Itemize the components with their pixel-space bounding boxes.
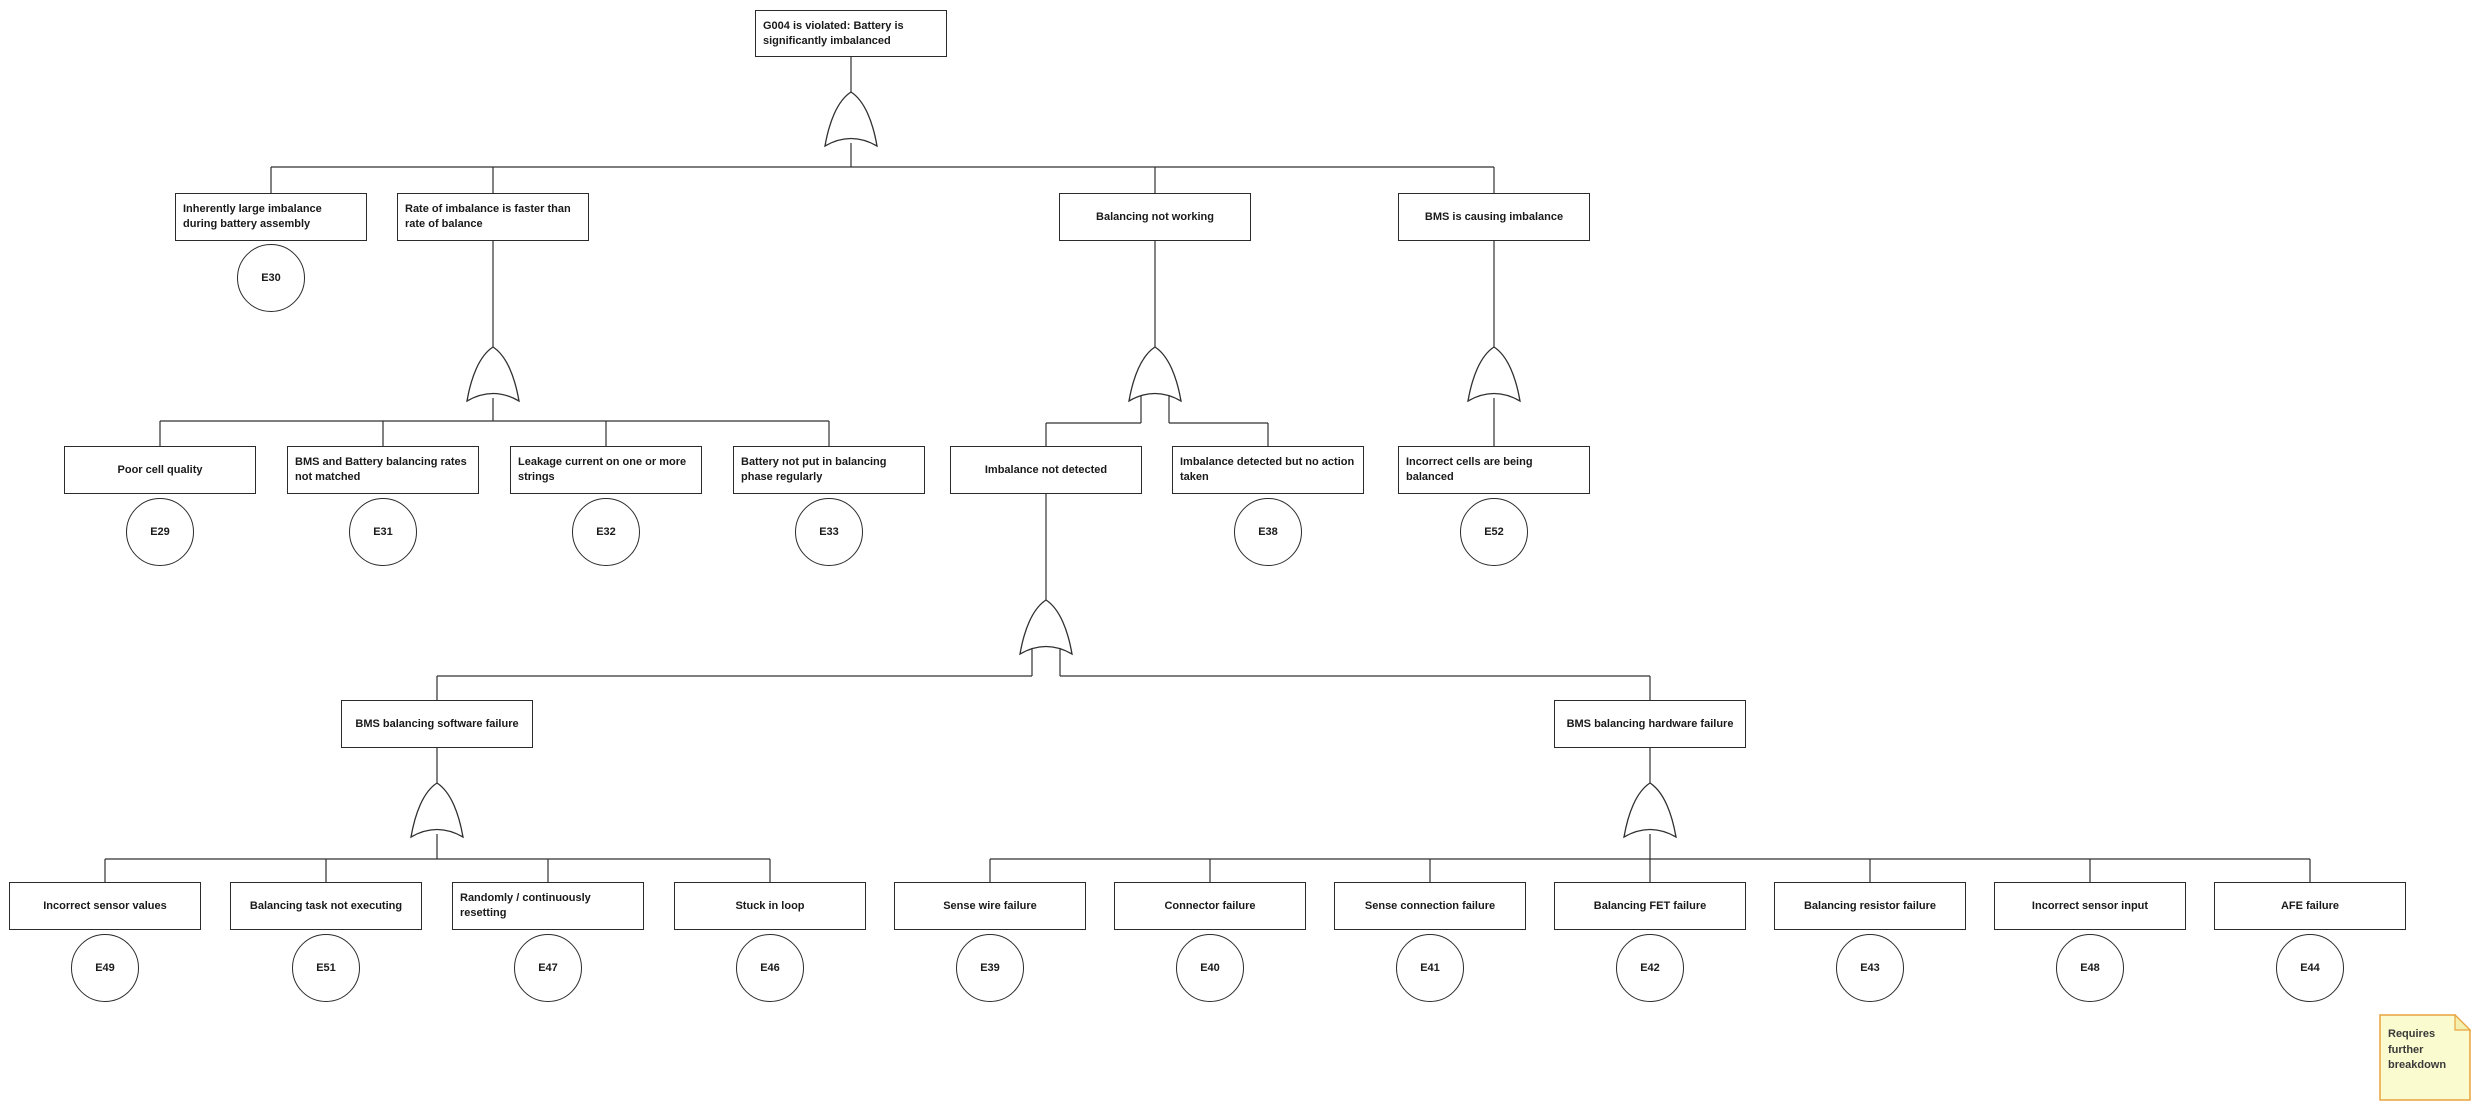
- node-label: Incorrect cells are being balanced: [1406, 456, 1533, 483]
- event-circle-e32[interactable]: E32: [572, 498, 640, 566]
- node-label: Incorrect sensor values: [43, 899, 167, 912]
- event-circle-e48[interactable]: E48: [2056, 934, 2124, 1002]
- node-imbalance-not-detected[interactable]: Imbalance not detected: [950, 446, 1142, 494]
- node-label: BMS and Battery balancing rates not matc…: [295, 456, 467, 483]
- event-circle-e33[interactable]: E33: [795, 498, 863, 566]
- node-root[interactable]: G004 is violated: Battery is significant…: [755, 10, 947, 57]
- event-label: E30: [261, 272, 281, 284]
- event-label: E32: [596, 526, 616, 538]
- or-gate-root[interactable]: [824, 91, 878, 147]
- event-label: E33: [819, 526, 839, 538]
- event-label: E43: [1860, 962, 1880, 974]
- event-circle-e29[interactable]: E29: [126, 498, 194, 566]
- node-rate-of-imbalance[interactable]: Rate of imbalance is faster than rate of…: [397, 193, 589, 241]
- node-label: Rate of imbalance is faster than rate of…: [405, 203, 571, 230]
- event-label: E38: [1258, 526, 1278, 538]
- event-label: E41: [1420, 962, 1440, 974]
- node-label: Balancing task not executing: [249, 899, 403, 912]
- event-label: E49: [95, 962, 115, 974]
- node-label: Balancing not working: [1096, 210, 1214, 223]
- node-random-resetting[interactable]: Randomly / continuously resetting: [452, 882, 644, 930]
- node-label: Imbalance detected but no action taken: [1180, 456, 1355, 483]
- node-sense-wire-failure[interactable]: Sense wire failure: [894, 882, 1086, 930]
- event-circle-e42[interactable]: E42: [1616, 934, 1684, 1002]
- node-label: Connector failure: [1164, 899, 1256, 912]
- event-circle-e43[interactable]: E43: [1836, 934, 1904, 1002]
- node-label: Balancing FET failure: [1593, 899, 1707, 912]
- node-balancing-rates-not-matched[interactable]: BMS and Battery balancing rates not matc…: [287, 446, 479, 494]
- node-label: BMS balancing software failure: [355, 717, 519, 730]
- event-circle-e52[interactable]: E52: [1460, 498, 1528, 566]
- node-imbalance-no-action[interactable]: Imbalance detected but no action taken: [1172, 446, 1364, 494]
- or-gate-hardware-failure[interactable]: [1623, 782, 1677, 838]
- node-task-not-executing[interactable]: Balancing task not executing: [230, 882, 422, 930]
- event-circle-e44[interactable]: E44: [2276, 934, 2344, 1002]
- node-label: Battery not put in balancing phase regul…: [741, 456, 887, 483]
- node-sense-connection-failure[interactable]: Sense connection failure: [1334, 882, 1526, 930]
- event-circle-e49[interactable]: E49: [71, 934, 139, 1002]
- node-label: BMS balancing hardware failure: [1566, 717, 1734, 730]
- event-label: E40: [1200, 962, 1220, 974]
- node-label: G004 is violated: Battery is significant…: [763, 19, 904, 47]
- node-balancing-phase[interactable]: Battery not put in balancing phase regul…: [733, 446, 925, 494]
- sticky-note-text: Requires further breakdown: [2388, 1028, 2447, 1072]
- node-incorrect-sensor-input[interactable]: Incorrect sensor input: [1994, 882, 2186, 930]
- event-circle-e31[interactable]: E31: [349, 498, 417, 566]
- node-label: Balancing resistor failure: [1803, 899, 1937, 912]
- node-balancing-resistor-failure[interactable]: Balancing resistor failure: [1774, 882, 1966, 930]
- event-label: E48: [2080, 962, 2100, 974]
- node-label: AFE failure: [2280, 899, 2340, 912]
- node-stuck-in-loop[interactable]: Stuck in loop: [674, 882, 866, 930]
- node-leakage-current[interactable]: Leakage current on one or more strings: [510, 446, 702, 494]
- or-gate-rate-of-imbalance[interactable]: [466, 346, 520, 402]
- event-label: E52: [1484, 526, 1504, 538]
- event-label: E44: [2300, 962, 2320, 974]
- sticky-note-fold-icon: [2454, 1014, 2471, 1031]
- node-label: Inherently large imbalance during batter…: [183, 203, 322, 230]
- node-software-failure[interactable]: BMS balancing software failure: [341, 700, 533, 748]
- node-label: Leakage current on one or more strings: [518, 456, 687, 483]
- event-circle-e30[interactable]: E30: [237, 244, 305, 312]
- sticky-note[interactable]: Requires further breakdown: [2379, 1014, 2471, 1101]
- event-circle-e51[interactable]: E51: [292, 934, 360, 1002]
- event-circle-e40[interactable]: E40: [1176, 934, 1244, 1002]
- event-circle-e47[interactable]: E47: [514, 934, 582, 1002]
- or-gate-software-failure[interactable]: [410, 782, 464, 838]
- node-incorrect-cells-balanced[interactable]: Incorrect cells are being balanced: [1398, 446, 1590, 494]
- or-gate-balancing-not-working[interactable]: [1128, 346, 1182, 402]
- event-label: E39: [980, 962, 1000, 974]
- event-label: E31: [373, 526, 393, 538]
- node-afe-failure[interactable]: AFE failure: [2214, 882, 2406, 930]
- event-label: E51: [316, 962, 336, 974]
- event-label: E29: [150, 526, 170, 538]
- node-label: Sense wire failure: [943, 899, 1037, 912]
- node-label: Sense connection failure: [1364, 899, 1496, 912]
- node-label: Incorrect sensor input: [2031, 899, 2149, 912]
- node-bms-causing-imbalance[interactable]: BMS is causing imbalance: [1398, 193, 1590, 241]
- node-label: Imbalance not detected: [984, 463, 1108, 476]
- node-hardware-failure[interactable]: BMS balancing hardware failure: [1554, 700, 1746, 748]
- event-label: E46: [760, 962, 780, 974]
- event-circle-e38[interactable]: E38: [1234, 498, 1302, 566]
- sticky-note-shape: [2379, 1014, 2471, 1101]
- node-balancing-fet-failure[interactable]: Balancing FET failure: [1554, 882, 1746, 930]
- event-label: E47: [538, 962, 558, 974]
- or-gate-imbalance-not-detected[interactable]: [1019, 599, 1073, 655]
- event-circle-e41[interactable]: E41: [1396, 934, 1464, 1002]
- event-label: E42: [1640, 962, 1660, 974]
- node-label: Stuck in loop: [735, 899, 805, 912]
- or-gate-bms-causing-imbalance[interactable]: [1467, 346, 1521, 402]
- node-connector-failure[interactable]: Connector failure: [1114, 882, 1306, 930]
- node-incorrect-sensor-values[interactable]: Incorrect sensor values: [9, 882, 201, 930]
- event-circle-e39[interactable]: E39: [956, 934, 1024, 1002]
- node-balancing-not-working[interactable]: Balancing not working: [1059, 193, 1251, 241]
- event-circle-e46[interactable]: E46: [736, 934, 804, 1002]
- node-label: Randomly / continuously resetting: [460, 892, 591, 919]
- node-label: BMS is causing imbalance: [1424, 210, 1564, 223]
- node-poor-cell-quality[interactable]: Poor cell quality: [64, 446, 256, 494]
- node-inherent-imbalance[interactable]: Inherently large imbalance during batter…: [175, 193, 367, 241]
- node-label: Poor cell quality: [117, 463, 203, 476]
